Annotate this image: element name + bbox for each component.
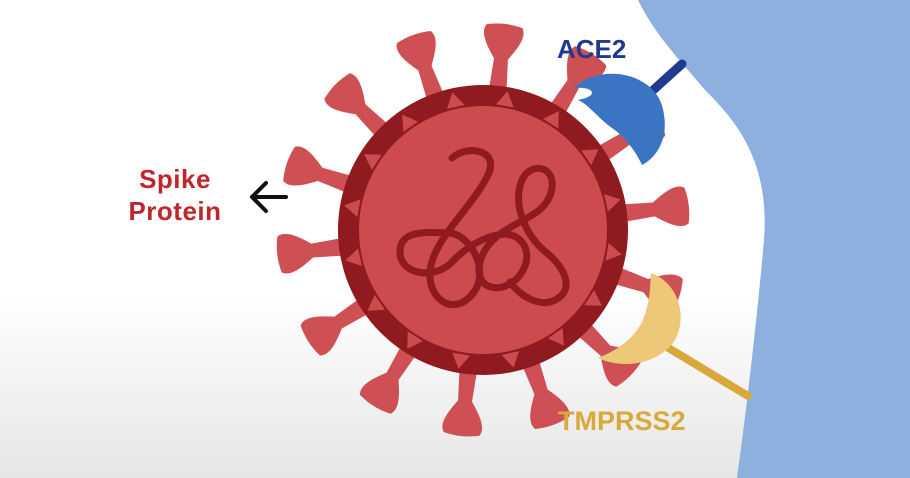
ace2-receptor	[574, 73, 665, 165]
spike-protein	[324, 73, 392, 140]
envelope-marker	[584, 290, 602, 306]
envelope-marker	[547, 328, 564, 346]
ace2-label: ACE2	[557, 34, 627, 64]
spike-protein	[396, 30, 445, 104]
envelope-markers	[344, 91, 622, 369]
spike-protein	[276, 233, 348, 274]
spike-protein	[483, 23, 524, 94]
virus-core	[359, 106, 607, 354]
spike-protein	[300, 296, 372, 356]
envelope-marker	[344, 199, 361, 217]
envelope-marker	[501, 351, 520, 368]
spike-protein	[521, 356, 570, 430]
envelope-marker	[345, 248, 362, 267]
spike-protein-label: Spike Protein	[100, 163, 250, 227]
envelope-marker	[543, 111, 559, 129]
spike-protein	[547, 46, 607, 118]
envelope-marker	[496, 91, 514, 108]
envelope-marker	[402, 114, 419, 132]
host-cell-membrane	[638, 0, 910, 478]
spike-protein	[283, 146, 356, 194]
envelope-marker	[604, 193, 621, 212]
spike-protein	[359, 342, 419, 414]
envelope-marker	[364, 154, 382, 170]
rna-strand	[396, 147, 570, 308]
envelope-marker	[407, 331, 423, 349]
spike-label-line-1: Spike	[139, 164, 211, 194]
spike-label-line-2: Protein	[128, 196, 222, 226]
envelope-marker	[605, 243, 622, 261]
envelope-marker	[452, 352, 470, 369]
left-arrow-icon	[250, 181, 288, 213]
envelope-marker	[367, 294, 385, 311]
tmprss2-label: TMPRSS2	[558, 406, 686, 436]
envelope-marker	[581, 149, 599, 166]
spike-protein	[442, 366, 483, 437]
tmprss2-receptor	[598, 273, 681, 365]
envelope-marker	[446, 92, 465, 109]
spike-protein	[618, 186, 690, 227]
